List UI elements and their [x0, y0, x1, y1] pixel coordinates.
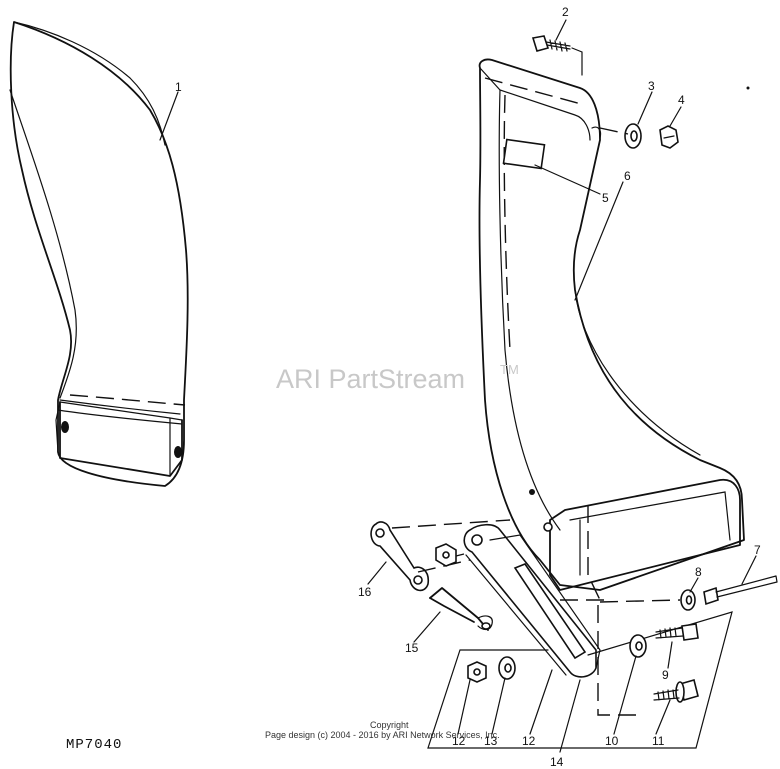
- part-nut-12: [467, 661, 487, 683]
- watermark-tm: TM: [500, 362, 519, 377]
- part-nut-bracket: [435, 543, 465, 567]
- part-rod-7: [703, 575, 778, 606]
- part-link-strap: [370, 521, 430, 592]
- callout-16: 16: [358, 585, 372, 599]
- part-bolt-top: [531, 35, 583, 76]
- part-washer-8: [680, 589, 696, 611]
- part-bolt-11: [653, 679, 699, 703]
- part-bolt-9: [655, 623, 699, 641]
- watermark-text: ARI PartStream: [276, 364, 465, 394]
- callout-1: 1: [175, 80, 182, 94]
- watermark: ARI PartStream TM: [276, 362, 519, 394]
- callout-11: 11: [652, 734, 665, 748]
- callout-13: 13: [484, 734, 498, 748]
- callout-5: 5: [602, 191, 609, 205]
- callout-10: 10: [605, 734, 619, 748]
- copyright-line1: Copyright: [370, 720, 409, 730]
- drawing-number: MP7040: [66, 737, 122, 753]
- callout-4: 4: [678, 93, 685, 107]
- copyright-line2: Page design (c) 2004 - 2016 by ARI Netwo…: [265, 730, 500, 740]
- part-washer-13: [498, 656, 516, 680]
- stray-dot: [746, 86, 750, 90]
- part-washer-10: [629, 634, 647, 658]
- part-washer-top: [624, 123, 642, 149]
- callout-6: 6: [624, 169, 631, 183]
- callout-8: 8: [695, 565, 702, 579]
- leader-lines: [159, 19, 757, 753]
- part-deflector-chute: [478, 58, 745, 601]
- callout-15: 15: [405, 641, 419, 655]
- callout-12a: 12: [452, 734, 466, 748]
- part-chute-extension: [9, 21, 189, 487]
- part-nut-top: [659, 125, 679, 149]
- callout-3: 3: [648, 79, 655, 93]
- callout-14: 14: [550, 755, 564, 769]
- callout-7: 7: [754, 543, 761, 557]
- callout-2: 2: [562, 5, 569, 19]
- part-hairpin-pin: [429, 587, 493, 631]
- callout-9: 9: [662, 668, 669, 682]
- part-slotted-bracket: [463, 523, 601, 678]
- callout-12b: 12: [522, 734, 536, 748]
- callout-labels: 1 2 3 4 5 6 7 8 9 10 11 12 13 12 14 15 1…: [175, 5, 761, 769]
